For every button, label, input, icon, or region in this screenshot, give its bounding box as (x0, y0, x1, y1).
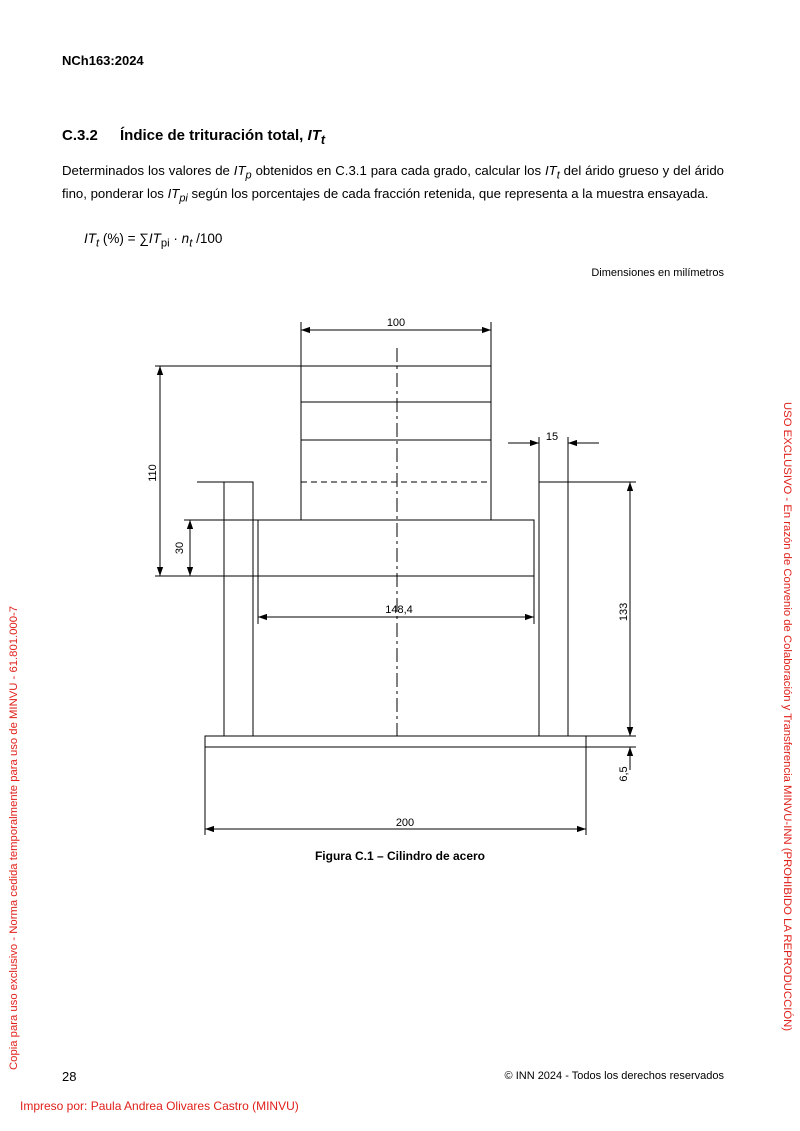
figure-caption: Figura C.1 – Cilindro de acero (314, 849, 486, 863)
dim-100-label: 100 (387, 317, 405, 329)
section-title-subscript: t (320, 133, 326, 147)
plunger-head (300, 365, 492, 521)
para-symbol-1: IT (233, 163, 246, 178)
para-symbol-3: IT (167, 186, 180, 202)
section-number: C.3.2 (62, 127, 98, 144)
copyright-notice: © INN 2024 - Todos los derechos reservad… (504, 1070, 724, 1082)
dim-15-label: 15 (546, 431, 558, 443)
dim-148-label: 148,4 (385, 604, 413, 616)
printed-by-notice: Impreso por: Paula Andrea Olivares Castr… (20, 1099, 299, 1113)
section-title: Índice de trituración total, ITt (120, 127, 325, 147)
formula-term1: IT (148, 231, 161, 246)
para-text-4: según los porcentajes de cada fracción r… (187, 186, 709, 202)
formula-dot: · (169, 231, 182, 246)
formula-term2: n (181, 231, 190, 246)
body-paragraph: Determinados los valores de ITp obtenido… (62, 162, 724, 208)
formula-term2-sub: t (189, 237, 193, 250)
dim-110-label: 110 (147, 464, 159, 482)
page-number: 28 (62, 1069, 77, 1084)
formula: ITt (%) = ∑ITpi · nt /100 (84, 231, 222, 250)
formula-sum: (%) = ∑ (99, 231, 149, 246)
formula-term1-sub: pi (160, 237, 170, 250)
para-symbol-2: IT (544, 163, 557, 178)
section-title-text: Índice de trituración total, (120, 127, 308, 144)
watermark-left-text: Copia para uso exclusivo - Norma cedida … (8, 605, 20, 1070)
dim-200-label: 200 (396, 817, 414, 829)
para-subscript-2: t (556, 169, 560, 182)
para-text-3: del árido grueso y del árido fino, ponde… (62, 163, 724, 202)
formula-tail: /100 (192, 231, 223, 246)
piston-body (257, 519, 535, 577)
section-title-symbol: IT (307, 127, 321, 144)
para-subscript-1: p (245, 169, 252, 182)
para-text-2: obtenidos en C.3.1 para cada grado, calc… (251, 163, 545, 178)
base-plate (204, 735, 587, 748)
para-text-1: Determinados los valores de (62, 163, 234, 178)
dimensions-note: Dimensiones en milímetros (591, 267, 724, 279)
dim-65-label: 6,5 (618, 766, 630, 781)
watermark-right-text: USO EXCLUSIVO - En razón de Convenio de … (781, 402, 793, 1032)
para-subscript-3: pi (179, 192, 188, 205)
cylinder-wall-right (538, 481, 569, 737)
formula-lhs: IT (84, 231, 96, 246)
document-header: NCh163:2024 (62, 53, 144, 68)
dim-30-label: 30 (174, 542, 186, 554)
formula-lhs-sub: t (96, 237, 100, 250)
dim-133-label: 133 (618, 603, 630, 621)
